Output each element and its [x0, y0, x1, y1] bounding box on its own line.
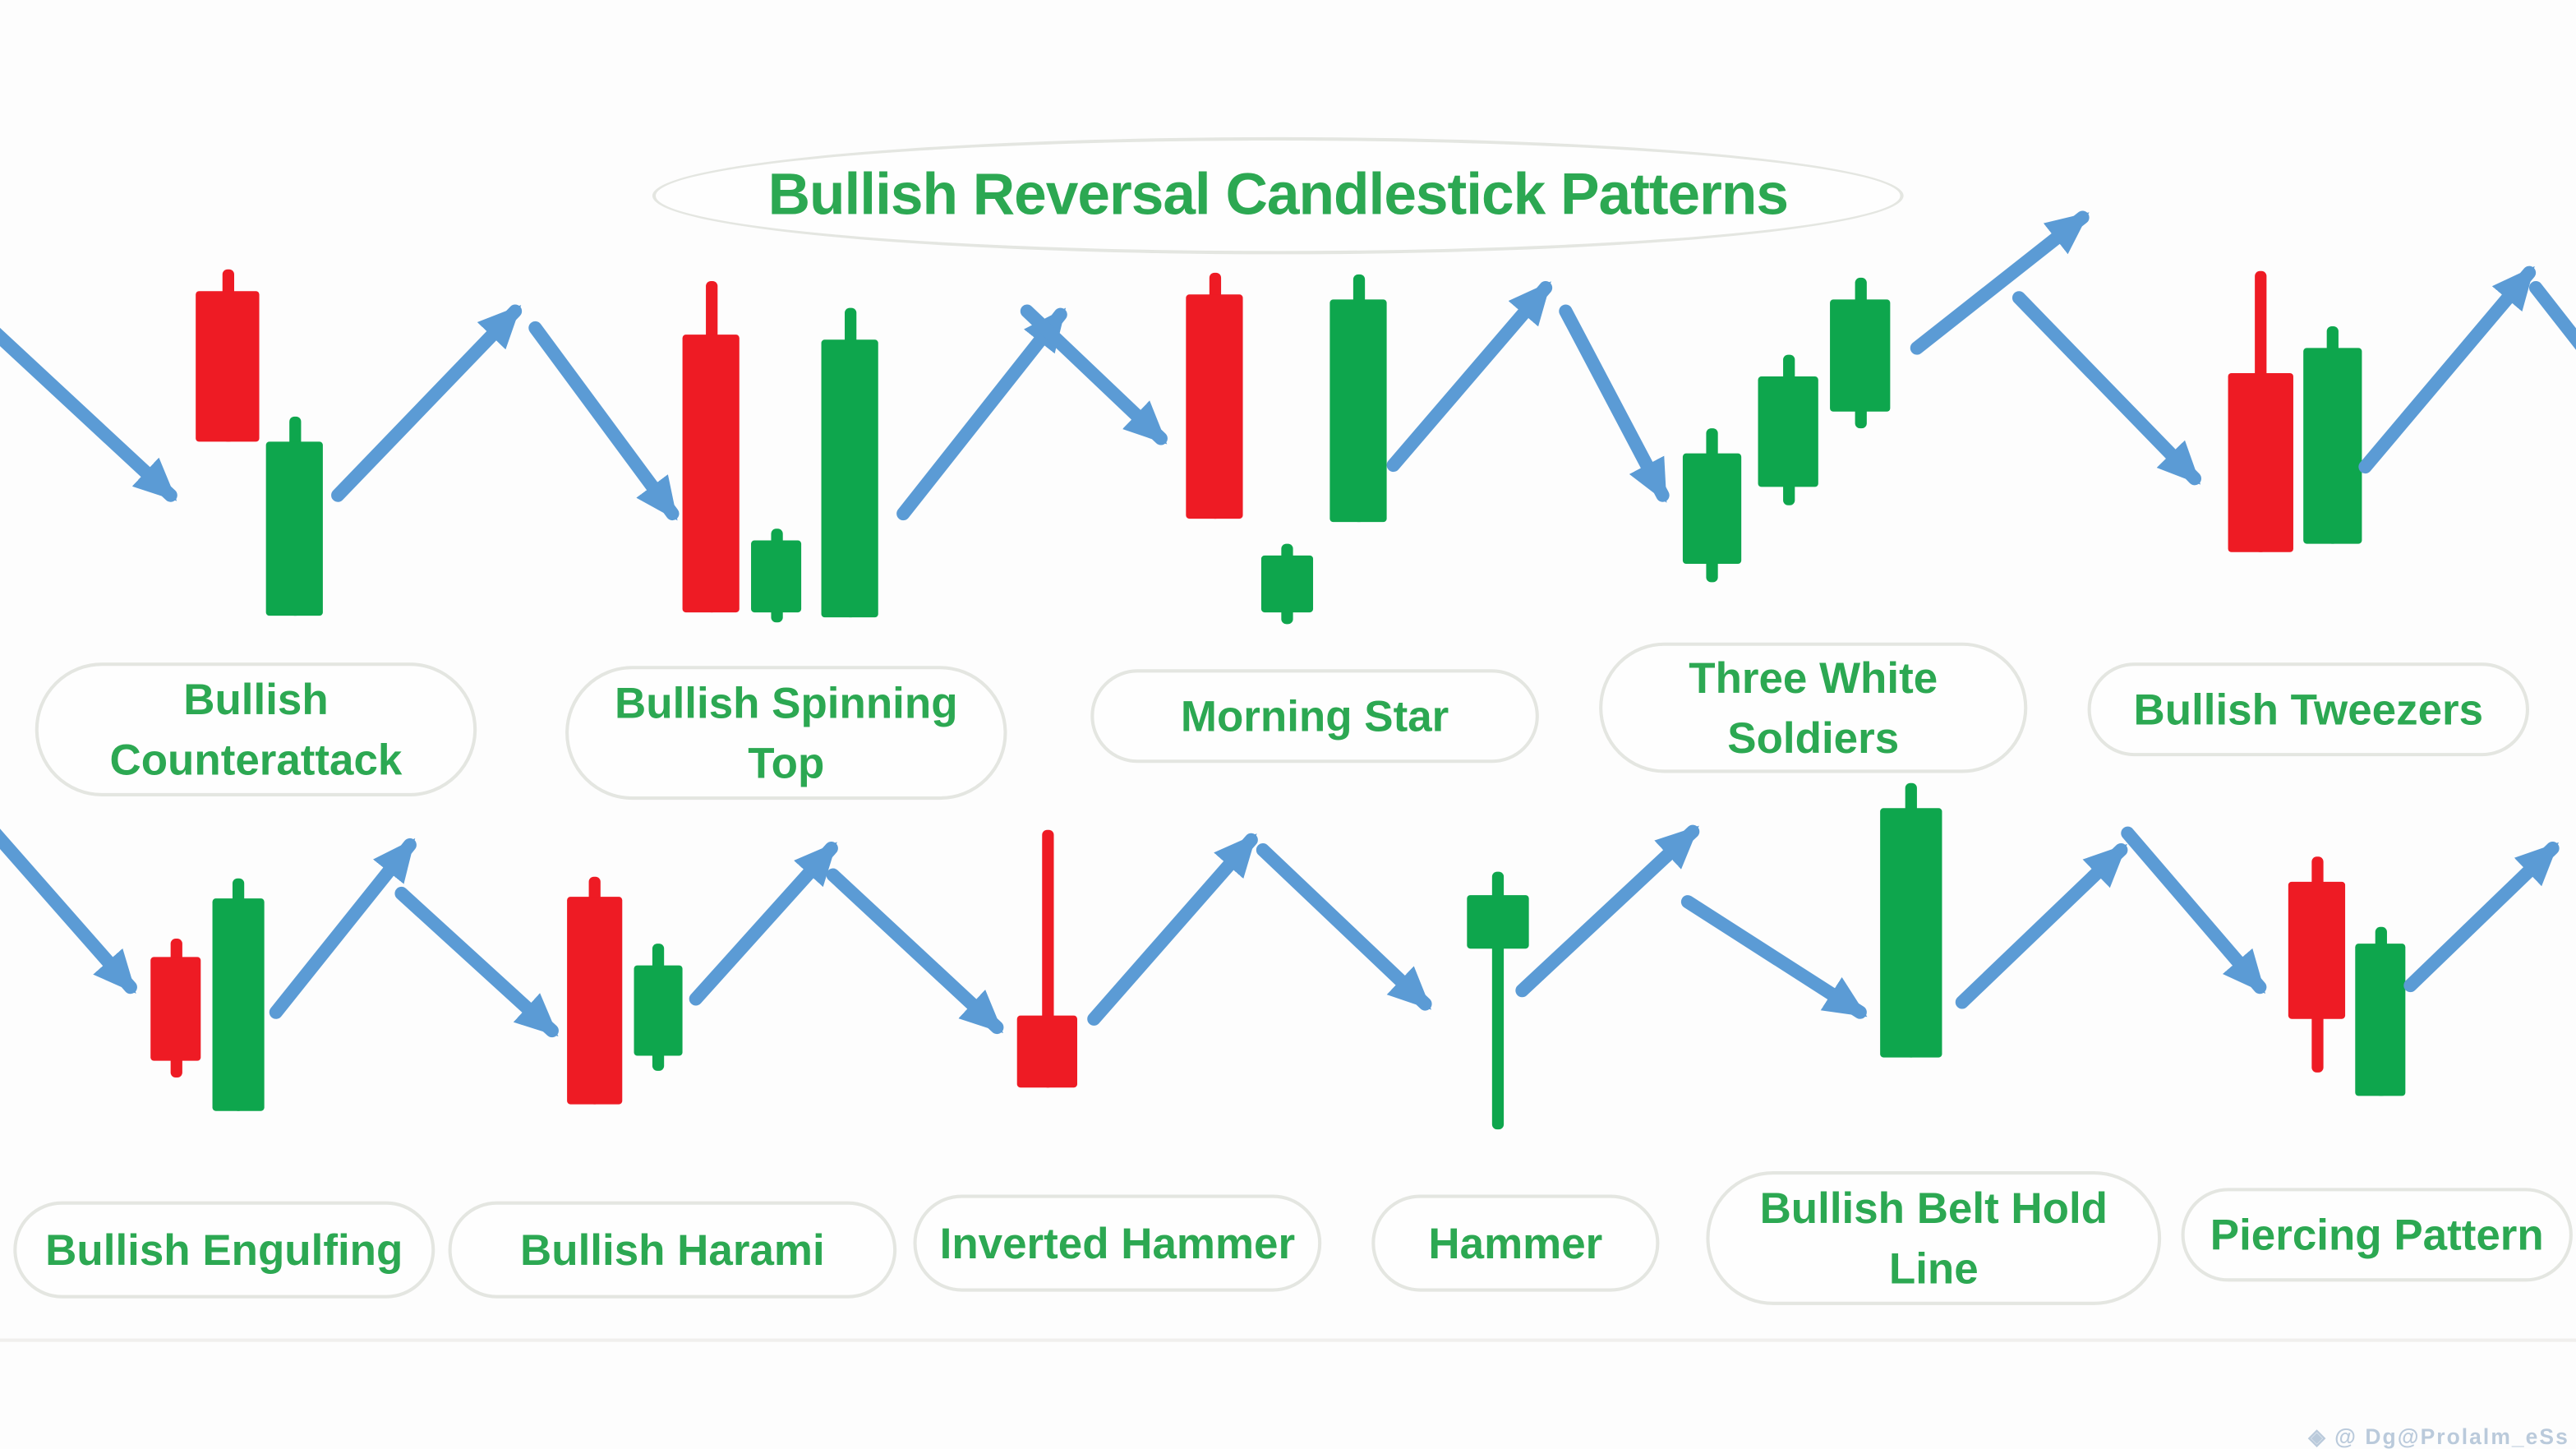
morning-star-candle-3-body	[1329, 299, 1387, 523]
inverted-hammer-uptrend-arrow	[1087, 833, 1258, 1026]
bullish-harami-candle-2-body	[634, 965, 683, 1056]
label-hammer-text: Hammer	[1428, 1217, 1603, 1269]
bullish-spinning-top-candle-3-body	[821, 339, 878, 618]
divider-line	[0, 1338, 2576, 1342]
inverted-hammer-candle-1-body	[1016, 1015, 1077, 1088]
watermark: ◈ @ Dg@Prolalm_eSs	[2308, 1424, 2569, 1449]
bullish-harami-downtrend-arrow	[394, 886, 559, 1038]
bullish-counterattack-candle-2-body	[265, 441, 323, 616]
bullish-engulfing-candle-2-body	[212, 898, 265, 1111]
bullish-counterattack-uptrend-arrow	[331, 304, 523, 502]
hammer-downtrend-arrow	[1256, 842, 1432, 1011]
label-bullish-belt-hold-line-text: Line	[1888, 1243, 1979, 1294]
edge-trend-segment-1	[2528, 280, 2576, 350]
label-morning-star: Morning Star	[1090, 669, 1539, 764]
label-inverted-hammer: Inverted Hammer	[913, 1194, 1322, 1292]
three-white-soldiers-downtrend-arrow	[1559, 304, 1670, 503]
bullish-harami-candle-1-body	[567, 897, 623, 1105]
piercing-pattern-candle-1-body	[2288, 881, 2346, 1019]
three-white-soldiers-candle-3-body	[1830, 299, 1891, 412]
label-bullish-counterattack-text: Bullish	[183, 674, 329, 725]
piercing-pattern-uptrend-arrow	[2403, 841, 2560, 993]
label-piercing-pattern: Piercing Pattern	[2181, 1188, 2573, 1282]
bullish-engulfing-candle-1-body	[150, 957, 201, 1061]
bullish-belt-hold-line-candle-1-body	[1880, 808, 1942, 1058]
morning-star-candle-1-body	[1186, 294, 1243, 519]
bullish-counterattack-candle-1-body	[196, 291, 260, 442]
label-three-white-soldiers-text: Soldiers	[1727, 713, 1900, 764]
inverted-hammer-downtrend-arrow	[826, 868, 1004, 1035]
bullish-tweezers-uptrend-arrow	[2358, 265, 2537, 474]
piercing-pattern-candle-2-body	[2355, 944, 2406, 1096]
piercing-pattern-downtrend-arrow	[2121, 826, 2267, 994]
morning-star-uptrend-arrow	[1386, 280, 1553, 473]
bullish-spinning-top-candle-2-body	[751, 540, 802, 613]
label-bullish-counterattack-text: Counterattack	[109, 734, 403, 785]
three-white-soldiers-uptrend-arrow	[1910, 210, 2090, 355]
bullish-tweezers-downtrend-arrow	[2011, 291, 2201, 486]
label-inverted-hammer-text: Inverted Hammer	[939, 1217, 1296, 1269]
page-title: Bullish Reversal Candlestick Patterns	[767, 162, 1789, 228]
bullish-belt-hold-line-downtrend-arrow	[1680, 895, 1868, 1019]
label-bullish-harami-text: Bullish Harami	[520, 1225, 825, 1276]
three-white-soldiers-candle-2-body	[1758, 376, 1818, 487]
label-bullish-tweezers-text: Bullish Tweezers	[2133, 684, 2484, 735]
three-white-soldiers-candle-1-body	[1682, 453, 1742, 565]
label-bullish-spinning-top-text: Top	[748, 737, 825, 788]
bullish-harami-uptrend-arrow	[689, 841, 838, 1006]
morning-star-downtrend-arrow	[1020, 304, 1168, 445]
label-bullish-harami: Bullish Harami	[448, 1201, 897, 1299]
label-bullish-spinning-top-text: Bullish Spinning	[615, 677, 958, 728]
label-bullish-engulfing-text: Bullish Engulfing	[45, 1225, 403, 1276]
morning-star-candle-2-body	[1260, 555, 1314, 613]
bullish-tweezers-candle-2-body	[2303, 348, 2362, 544]
label-bullish-tweezers: Bullish Tweezers	[2087, 662, 2529, 757]
bullish-spinning-top-uptrend-arrow	[896, 307, 1067, 521]
bullish-tweezers-candle-1-body	[2228, 372, 2293, 552]
bullish-spinning-top-candle-1-body	[682, 335, 740, 613]
title-oval: Bullish Reversal Candlestick Patterns	[652, 136, 1904, 255]
bullish-engulfing-uptrend-arrow	[269, 838, 417, 1019]
label-hammer: Hammer	[1371, 1194, 1660, 1292]
hammer-uptrend-arrow	[1515, 824, 1700, 998]
bullish-spinning-top-downtrend-arrow	[528, 321, 680, 521]
label-bullish-belt-hold-line-text: Bullish Belt Hold	[1759, 1183, 2108, 1234]
label-piercing-pattern-text: Piercing Pattern	[2210, 1209, 2544, 1260]
bullish-counterattack-downtrend-arrow	[0, 327, 177, 502]
label-three-white-soldiers-text: Three White	[1689, 652, 1938, 703]
hammer-candle-1-body	[1467, 895, 1529, 949]
bullish-belt-hold-line-uptrend-arrow	[1955, 842, 2128, 1009]
label-bullish-engulfing: Bullish Engulfing	[13, 1201, 435, 1299]
label-morning-star-text: Morning Star	[1180, 690, 1449, 741]
bullish-engulfing-downtrend-arrow	[0, 828, 137, 994]
